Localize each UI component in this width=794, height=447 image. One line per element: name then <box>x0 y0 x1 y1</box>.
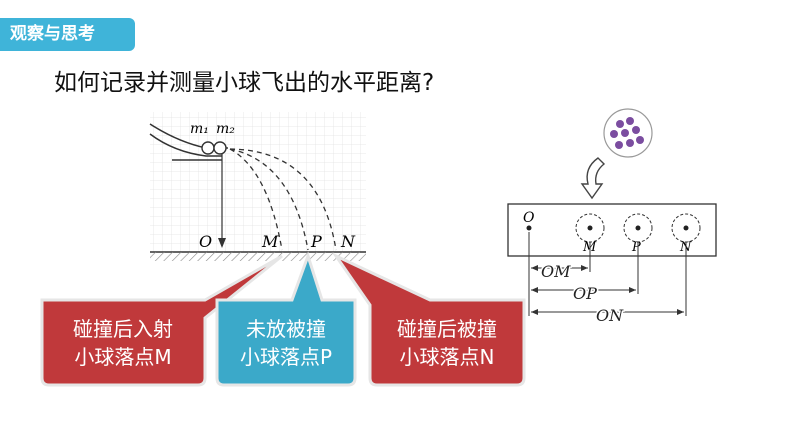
point-label-m: M <box>261 232 279 251</box>
point-label-o: O <box>199 232 212 251</box>
paper-label-p: P <box>631 240 641 255</box>
trajectory-n <box>229 148 337 251</box>
grid-background <box>150 112 366 252</box>
callout-m-shape <box>40 254 283 387</box>
point-label-p: P <box>310 232 322 251</box>
callout-m: 碰撞后入射 小球落点M <box>40 254 283 387</box>
collision-apparatus: m₁ m₂ O M P N <box>149 112 366 261</box>
ball-m2 <box>213 141 227 155</box>
distance-label-om: OM <box>541 262 571 281</box>
callout-m-line1: 碰撞后入射 <box>73 317 173 341</box>
ball-label-m1: m₁ <box>190 121 209 137</box>
callout-p: 未放被撞 小球落点P <box>215 251 357 387</box>
callout-p-line2: 小球落点P <box>240 345 332 369</box>
callout-m-line2: 小球落点M <box>74 345 171 369</box>
trajectory-m <box>229 148 283 251</box>
impact-dots-magnifier <box>603 108 653 158</box>
ball-label-m2: m₂ <box>216 121 235 137</box>
point-label-n: N <box>340 232 356 251</box>
question-text: 如何记录并测量小球飞出的水平距离? <box>54 70 435 96</box>
paper-label-o: O <box>523 210 535 226</box>
ball-m1 <box>201 141 215 155</box>
curved-arrow-icon <box>580 157 606 200</box>
callout-p-shape <box>215 251 357 387</box>
distance-label-on: ON <box>596 306 624 325</box>
paper-rect <box>507 203 717 257</box>
callout-n-shape <box>331 252 526 387</box>
callout-p-line1: 未放被撞 <box>246 317 326 341</box>
section-tag: 观察与思考 <box>0 18 135 51</box>
callout-n-line1: 碰撞后被撞 <box>397 317 497 341</box>
distance-label-op: OP <box>573 284 597 303</box>
paper-diagram: O M P N OM OP ON <box>507 203 717 327</box>
callout-n-line2: 小球落点N <box>400 345 495 369</box>
floor-hatch <box>150 252 366 261</box>
callout-n: 碰撞后被撞 小球落点N <box>331 252 526 387</box>
